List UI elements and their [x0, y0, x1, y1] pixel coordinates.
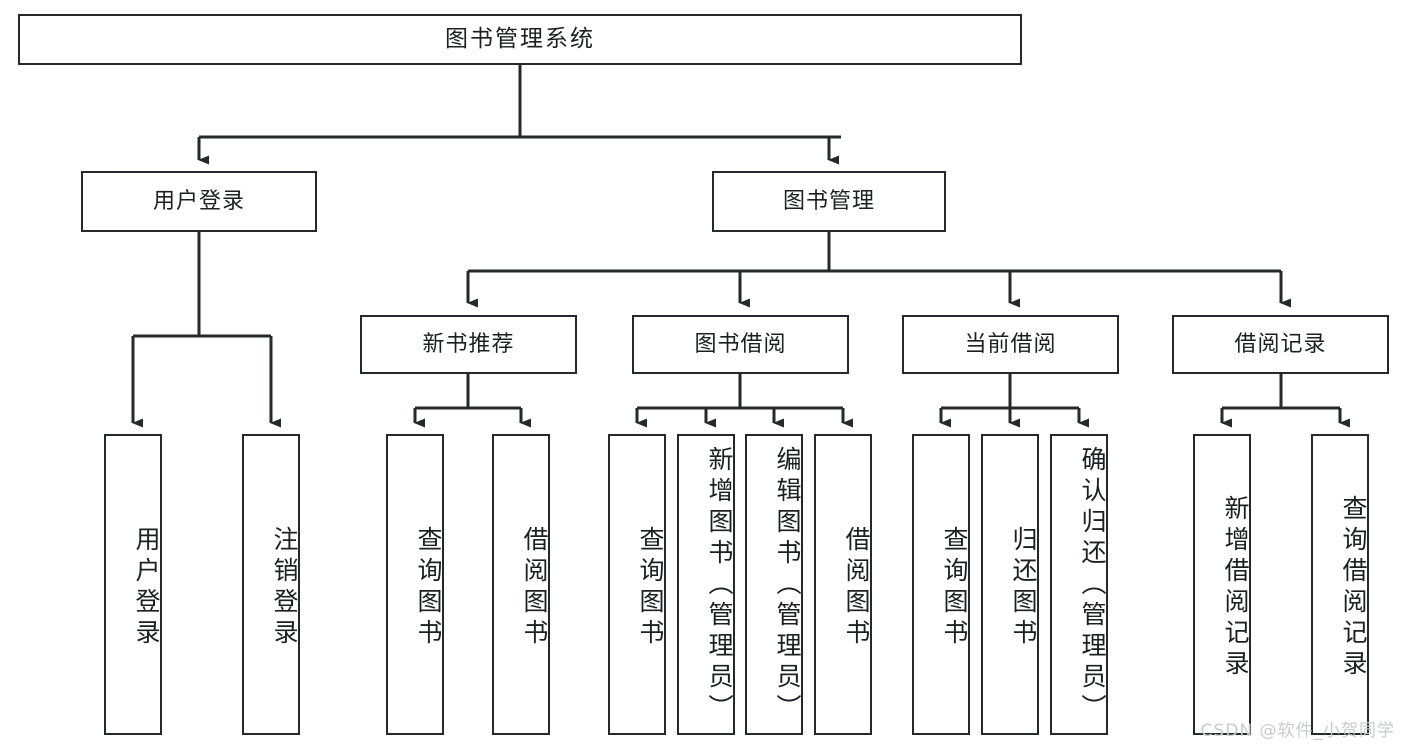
leaf-edit-book-admin[interactable]: 编辑图书（管理员）: [745, 434, 803, 735]
leaf-add-borrow-record[interactable]: 新增借阅记录: [1193, 434, 1251, 735]
leaf-confirm-return-admin[interactable]: 确认归还（管理员）: [1050, 434, 1108, 735]
node-new-book-recommend[interactable]: 新书推荐: [360, 315, 577, 374]
leaf-add-book-admin[interactable]: 新增图书（管理员）: [677, 434, 735, 735]
node-root-system[interactable]: 图书管理系统: [18, 14, 1022, 65]
node-user-login[interactable]: 用户登录: [81, 171, 317, 232]
node-current-borrow[interactable]: 当前借阅: [902, 315, 1119, 374]
leaf-logout[interactable]: 注销登录: [242, 434, 300, 735]
leaf-query-book-current[interactable]: 查询图书: [912, 434, 970, 735]
leaf-query-borrow-record[interactable]: 查询借阅记录: [1311, 434, 1369, 735]
leaf-query-book-borrow[interactable]: 查询图书: [608, 434, 666, 735]
leaf-user-login[interactable]: 用户登录: [104, 434, 162, 735]
node-book-management[interactable]: 图书管理: [712, 171, 946, 232]
csdn-watermark: CSDN @软件_小贺同学: [1200, 721, 1395, 741]
node-borrow-record[interactable]: 借阅记录: [1172, 315, 1389, 374]
node-book-borrow[interactable]: 图书借阅: [632, 315, 849, 374]
leaf-query-book-recommend[interactable]: 查询图书: [386, 434, 444, 735]
leaf-borrow-book-recommend[interactable]: 借阅图书: [492, 434, 550, 735]
leaf-borrow-book[interactable]: 借阅图书: [814, 434, 872, 735]
leaf-return-book[interactable]: 归还图书: [981, 434, 1039, 735]
